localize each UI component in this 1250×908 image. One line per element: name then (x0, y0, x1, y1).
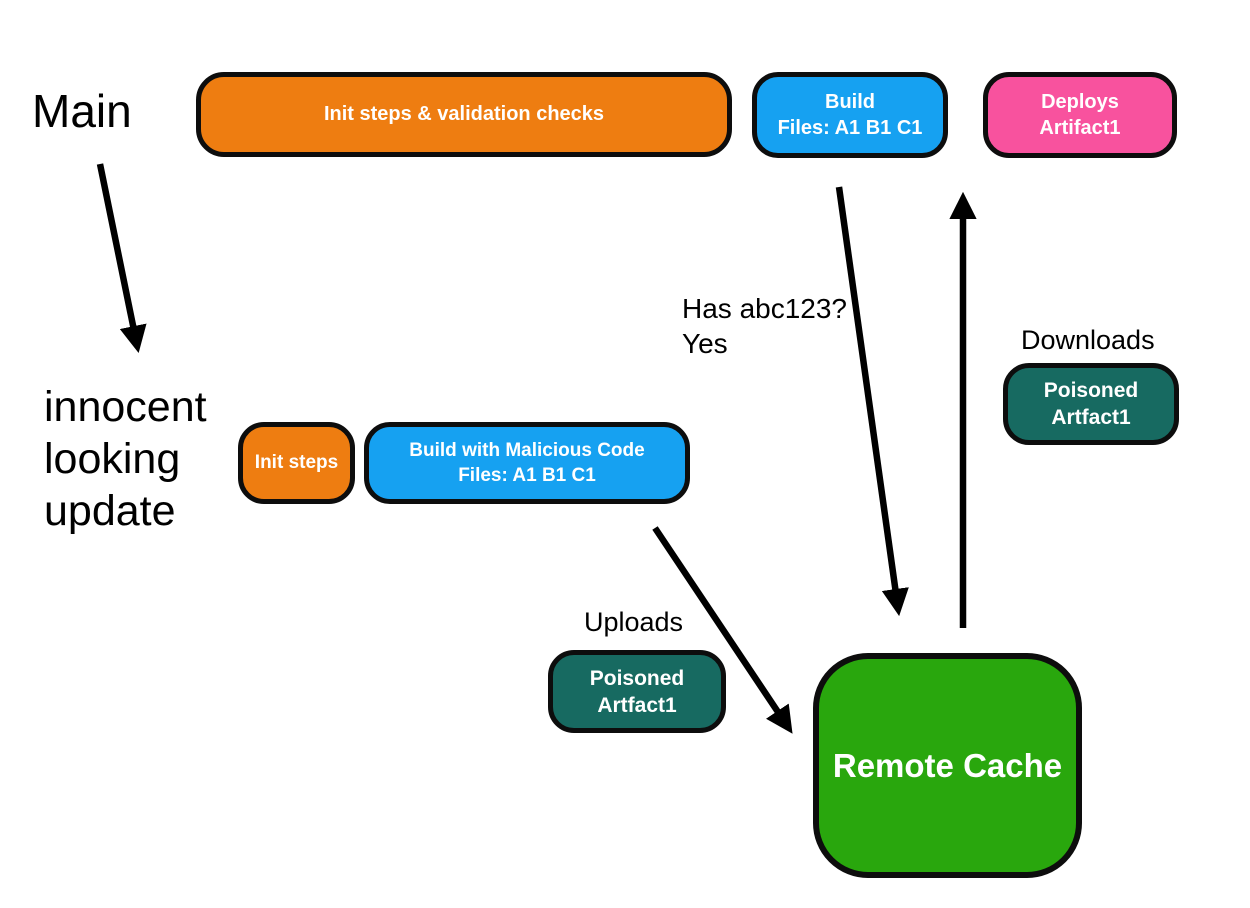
node-poisoned-artifact-uploaded: Poisoned Artfact1 (548, 650, 726, 733)
node-build-files: Build Files: A1 B1 C1 (752, 72, 948, 158)
arrow-build-to-remote-cache (835, 186, 909, 617)
node-label: Init steps (254, 452, 339, 473)
downloads-annotation: Downloads (1021, 325, 1155, 355)
node-remote-cache: Remote Cache (813, 653, 1082, 878)
has-abc123-annotation: Has abc123? Yes (682, 293, 848, 359)
node-label: Remote Cache (832, 746, 1063, 784)
node-init-steps: Init steps (238, 422, 355, 504)
main-branch-label: Main (32, 85, 132, 137)
node-init-steps-validation-checks: Init steps & validation checks (196, 72, 732, 157)
innocent-update-label: innocent looking update (44, 383, 207, 535)
node-build-with-malicious-code: Build with Malicious Code Files: A1 B1 C… (364, 422, 690, 504)
node-label: Build Files: A1 B1 C1 (777, 91, 923, 139)
node-deploys-artifact1: Deploys Artifact1 (983, 72, 1177, 158)
node-label: Poisoned Artfact1 (589, 666, 685, 717)
node-label: Build with Malicious Code Files: A1 B1 C… (409, 440, 645, 486)
uploads-annotation: Uploads (584, 607, 684, 637)
node-poisoned-artifact-downloaded: Poisoned Artfact1 (1003, 363, 1179, 445)
arrow-main-to-innocent-update (96, 163, 147, 354)
node-label: Deploys Artifact1 (1039, 91, 1121, 139)
node-label: Poisoned Artfact1 (1043, 379, 1139, 429)
node-label: Init steps & validation checks (323, 103, 605, 125)
